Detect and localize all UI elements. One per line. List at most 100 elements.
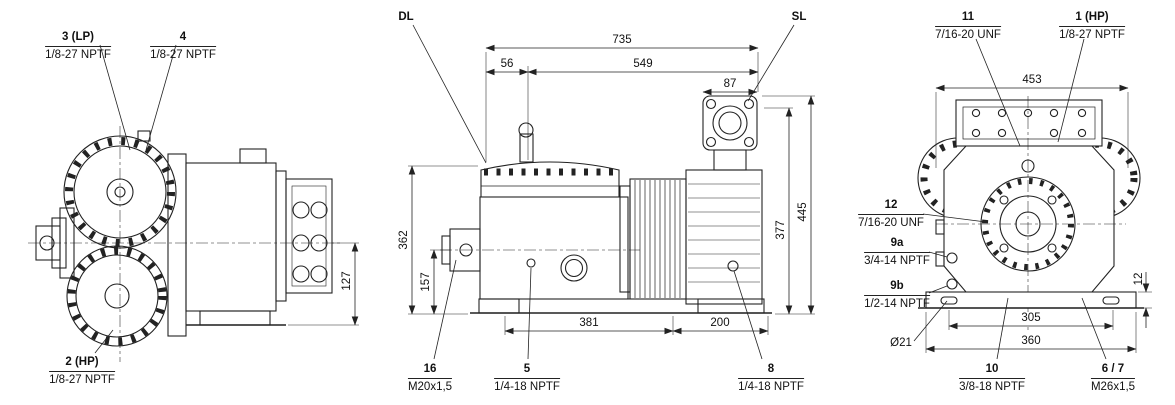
leader-2-hp [94, 329, 114, 354]
callout-8: 8 1/4-18 NPTF [738, 362, 804, 395]
callout-2-hp-spec: 1/8-27 NPTF [49, 373, 115, 386]
leader-11 [975, 38, 1021, 147]
dim-text-360: 360 [1019, 335, 1043, 347]
dim-text-362: 362 [398, 230, 410, 250]
discharge-fitting [519, 133, 534, 163]
bearing-cover-circle [980, 176, 1076, 272]
leader-16 [433, 259, 457, 360]
leader-9a [928, 251, 948, 258]
sight-glass [560, 254, 588, 282]
callout-6-7-number: 6 / 7 [1090, 362, 1136, 379]
left-side-view [28, 126, 341, 362]
dim-text-453: 453 [1020, 74, 1044, 86]
end-view [917, 96, 1144, 330]
callout-10-spec: 3/8-18 NPTF [959, 380, 1025, 393]
leader-lines [94, 24, 1107, 360]
callout-sl: SL [790, 10, 809, 25]
leader-1-hp [1057, 38, 1085, 143]
callout-9a-spec: 3/4-14 NPTF [864, 254, 930, 267]
dim-text-381: 381 [577, 317, 601, 329]
callout-10: 10 3/8-18 NPTF [959, 362, 1025, 395]
callout-9b-spec: 1/2-14 NPTF [864, 297, 930, 310]
callout-hole-diameter-label: Ø21 [890, 337, 912, 349]
dim-text-305: 305 [1019, 312, 1043, 324]
callout-4: 4 1/8-27 NPTF [150, 30, 216, 63]
callout-9b-number: 9b [864, 279, 930, 296]
callout-12: 12 7/16-20 UNF [858, 198, 924, 231]
leader-5 [527, 267, 532, 360]
oil-plug [526, 258, 536, 268]
leader-dl [412, 24, 487, 164]
terminal-box [285, 178, 333, 294]
dim-text-200: 200 [708, 317, 732, 329]
leader-4 [145, 44, 177, 151]
callout-9a-number: 9a [864, 236, 930, 253]
leader-12 [922, 213, 987, 223]
dim-text-127: 127 [341, 271, 353, 291]
callout-1-hp-number: 1 (HP) [1059, 10, 1125, 27]
callout-3-lp-spec: 1/8-27 NPTF [45, 48, 111, 61]
callout-11-spec: 7/16-20 UNF [935, 28, 1001, 41]
callout-9b: 9b 1/2-14 NPTF [864, 279, 930, 312]
lifting-lug [239, 148, 267, 164]
leader-10 [996, 297, 1009, 360]
dim-text-157: 157 [420, 272, 432, 292]
end-flange [275, 170, 287, 302]
callout-10-number: 10 [959, 362, 1025, 379]
callout-hole-diameter: Ø21 [888, 336, 914, 351]
callout-2-hp: 2 (HP) 1/8-27 NPTF [49, 355, 115, 388]
callout-9a: 9a 3/4-14 NPTF [864, 236, 930, 269]
callout-4-number: 4 [150, 30, 216, 47]
dim-text-377: 377 [775, 220, 787, 240]
lower-cylinder-head [66, 245, 168, 347]
front-view [440, 95, 772, 314]
housing-body [943, 145, 1115, 293]
callout-16-number: 16 [407, 362, 453, 379]
leader-dia21 [913, 300, 948, 342]
callout-3-lp-number: 3 (LP) [45, 30, 111, 47]
leader-6-7 [1081, 297, 1107, 360]
callout-12-number: 12 [858, 198, 924, 215]
leader-sl [747, 24, 795, 102]
suction-flange [702, 95, 758, 171]
callout-12-spec: 7/16-20 UNF [858, 216, 924, 229]
callout-dl-label: DL [398, 11, 414, 23]
top-cover [955, 99, 1103, 147]
crankcase [479, 196, 629, 300]
callout-2-hp-number: 2 (HP) [49, 355, 115, 372]
dim-text-735: 735 [610, 34, 634, 46]
cylinder-head-profile [480, 161, 620, 197]
callout-5-spec: 1/4-18 NPTF [494, 380, 560, 393]
callout-5-number: 5 [494, 362, 560, 379]
side-ports [935, 219, 958, 290]
callout-6-7-spec: M26x1,5 [1090, 380, 1136, 393]
top-port [1021, 159, 1035, 173]
callout-6-7: 6 / 7 M26x1,5 [1090, 362, 1136, 395]
dim-text-56: 56 [498, 58, 516, 70]
motor-end-bell [685, 169, 763, 305]
dim-text-549: 549 [631, 58, 655, 70]
callout-5: 5 1/4-18 NPTF [494, 362, 560, 395]
callout-11-number: 11 [935, 10, 1001, 27]
leader-9b [928, 285, 948, 294]
motor-housing [185, 162, 277, 312]
callout-11: 11 7/16-20 UNF [935, 10, 1001, 43]
motor-fins [629, 178, 687, 300]
callout-sl-label: SL [791, 11, 807, 23]
callout-16: 16 M20x1,5 [407, 362, 453, 395]
mounting-foot [199, 310, 271, 326]
callout-dl: DL [396, 10, 415, 25]
dim-text-445: 445 [797, 202, 809, 222]
feet-and-base [470, 298, 772, 314]
callout-3-lp: 3 (LP) 1/8-27 NPTF [45, 30, 111, 63]
callout-1-hp-spec: 1/8-27 NPTF [1059, 28, 1125, 41]
callout-16-spec: M20x1,5 [407, 380, 453, 393]
dimension-lines [351, 44, 1150, 353]
leader-3-lp [99, 44, 131, 151]
leader-8 [733, 270, 763, 360]
callout-1-hp: 1 (HP) 1/8-27 NPTF [1059, 10, 1125, 43]
dim-text-87: 87 [721, 78, 739, 90]
callout-8-number: 8 [738, 362, 804, 379]
